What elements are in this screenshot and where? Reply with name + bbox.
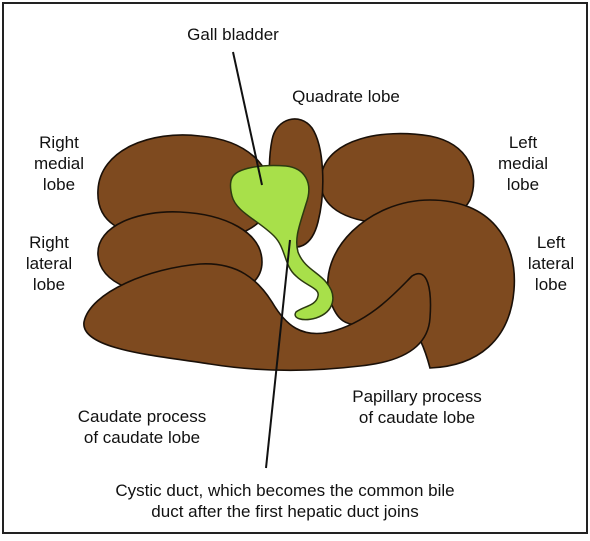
label-papillary-process: Papillary process of caudate lobe bbox=[322, 386, 512, 428]
label-caudate-process: Caudate process of caudate lobe bbox=[52, 406, 232, 448]
label-right-medial-lobe: Right medial lobe bbox=[26, 132, 92, 195]
label-right-lateral-lobe: Right lateral lobe bbox=[16, 232, 82, 295]
label-left-lateral-lobe: Left lateral lobe bbox=[518, 232, 584, 295]
label-left-medial-lobe: Left medial lobe bbox=[490, 132, 556, 195]
label-cystic-duct: Cystic duct, which becomes the common bi… bbox=[50, 480, 520, 522]
label-gall-bladder: Gall bladder bbox=[168, 24, 298, 45]
label-quadrate-lobe: Quadrate lobe bbox=[276, 86, 416, 107]
